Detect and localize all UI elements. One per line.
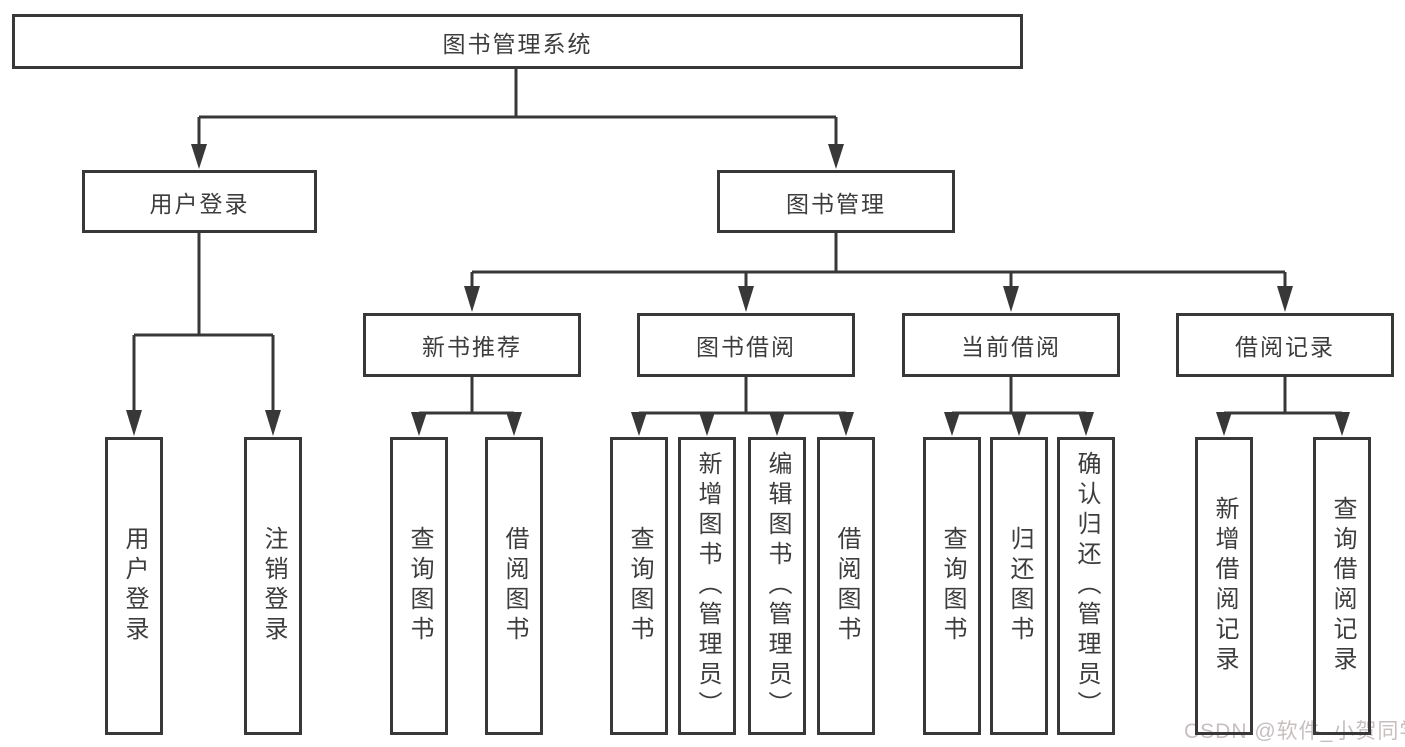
leaf-confirm-return-admin: 确认归还（管理员） (1057, 437, 1115, 735)
leaf-label: 确认归还（管理员） (1073, 451, 1100, 721)
connector-current-borrow-to-leaves (944, 377, 1094, 436)
node-label: 当前借阅 (961, 334, 1061, 360)
leaf-label: 借阅图书 (833, 526, 860, 646)
leaf-label: 新增图书（管理员） (694, 451, 721, 721)
leaf-add-book-admin: 新增图书（管理员） (678, 437, 736, 735)
node-user-login: 用户登录 (82, 170, 317, 233)
node-label: 图书借阅 (696, 334, 796, 360)
leaf-label: 查询图书 (939, 526, 966, 646)
leaf-label: 注销登录 (260, 526, 287, 646)
connector-user-login-to-leaves (126, 233, 281, 436)
leaf-label: 借阅图书 (501, 526, 528, 646)
node-book-management: 图书管理 (717, 170, 955, 233)
leaf-query-book-recommend: 查询图书 (390, 437, 448, 735)
leaf-label: 查询借阅记录 (1329, 496, 1356, 676)
leaf-label: 新增借阅记录 (1211, 496, 1238, 676)
leaf-user-login: 用户登录 (105, 437, 163, 735)
leaf-query-book-current: 查询图书 (923, 437, 981, 735)
leaf-logout: 注销登录 (244, 437, 302, 735)
connector-root-to-level2 (191, 68, 844, 169)
watermark: CSDN @软件_小贺同学 (1184, 720, 1405, 743)
leaf-label: 归还图书 (1006, 526, 1033, 646)
node-root-system: 图书管理系统 (12, 14, 1023, 69)
node-label: 借阅记录 (1235, 334, 1335, 360)
node-current-borrow: 当前借阅 (902, 313, 1120, 377)
leaf-query-book-borrow: 查询图书 (610, 437, 668, 735)
connector-book-management-to-level3 (464, 233, 1293, 312)
node-label: 图书管理 (786, 190, 886, 217)
node-label: 用户登录 (149, 190, 250, 217)
leaf-label: 查询图书 (406, 526, 433, 646)
connector-new-book-to-leaves (411, 377, 522, 436)
node-book-borrow: 图书借阅 (637, 313, 855, 377)
leaf-borrow-book: 借阅图书 (817, 437, 875, 735)
leaf-label: 查询图书 (626, 526, 653, 646)
leaf-query-borrow-record: 查询借阅记录 (1313, 437, 1371, 735)
leaf-borrow-book-recommend: 借阅图书 (485, 437, 543, 735)
connector-borrow-record-to-leaves (1216, 377, 1350, 436)
connector-book-borrow-to-leaves (631, 377, 854, 436)
leaf-edit-book-admin: 编辑图书（管理员） (748, 437, 806, 735)
node-borrow-record: 借阅记录 (1176, 313, 1394, 377)
leaf-return-book: 归还图书 (990, 437, 1048, 735)
node-label: 新书推荐 (422, 334, 522, 360)
leaf-add-borrow-record: 新增借阅记录 (1195, 437, 1253, 735)
node-label: 图书管理系统 (442, 30, 593, 57)
node-new-book-recommend: 新书推荐 (363, 313, 581, 377)
leaf-label: 用户登录 (121, 526, 148, 646)
leaf-label: 编辑图书（管理员） (764, 451, 791, 721)
